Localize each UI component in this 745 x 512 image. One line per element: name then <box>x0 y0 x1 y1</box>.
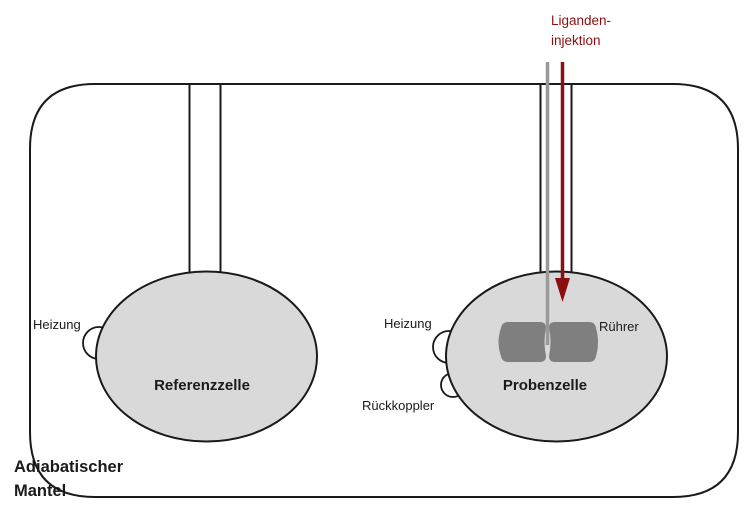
stirrer-label: Rührer <box>599 319 639 334</box>
stirrer-icon <box>498 322 598 362</box>
sample-cell-tube <box>539 84 573 275</box>
injection-label-line1: Liganden- <box>551 13 611 28</box>
reference-cell <box>95 270 318 443</box>
reference-cell-tube <box>188 84 222 275</box>
reference-heater-label: Heizung <box>33 317 81 332</box>
injection-label-line2: injektion <box>551 33 601 48</box>
adiabatic-jacket-outline <box>29 83 739 498</box>
sample-heater-label: Heizung <box>384 316 432 331</box>
stirrer-blade-right <box>549 322 598 362</box>
sample-cell-label: Probenzelle <box>503 377 587 394</box>
jacket-label-line2: Mantel <box>14 482 66 500</box>
reference-cell-label: Referenzzelle <box>154 377 250 394</box>
jacket-label-line1: Adiabatischer <box>14 458 124 476</box>
feedback-label: Rückkoppler <box>362 398 435 413</box>
injection-arrow-icon <box>555 62 570 302</box>
stirrer-blade-left <box>498 322 546 362</box>
